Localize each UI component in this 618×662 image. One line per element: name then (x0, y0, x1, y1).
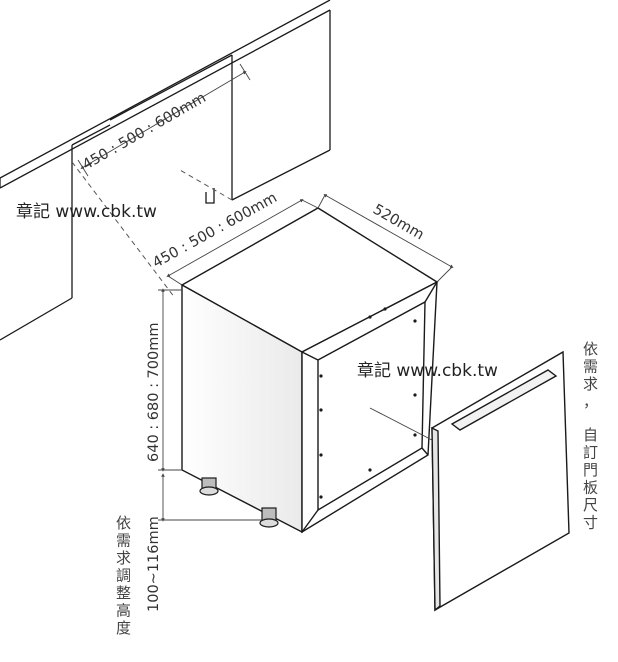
leg-height-dimension (158, 473, 262, 522)
adjustable-feet (199, 477, 279, 528)
watermark-center: 章記 www.cbk.tw (357, 361, 498, 381)
door-panel-note-line2: 自訂門板尺寸 (583, 426, 598, 532)
watermark-left: 章記 www.cbk.tw (16, 202, 157, 222)
height-label: 640 : 680 : 700mm (146, 323, 162, 463)
niche-width-dimension (77, 63, 251, 177)
leg-height-label: 100~116mm (146, 516, 162, 612)
niche-floor-dashed (71, 161, 233, 299)
height-dimension (158, 288, 182, 472)
depth-dimension (317, 194, 454, 283)
screw-holes (319, 307, 417, 499)
door-guide-line (369, 407, 433, 441)
cabinet-width-dimension (166, 199, 319, 286)
adjust-height-note: 依需求調整高度 (116, 514, 131, 637)
depth-label: 520mm (370, 202, 426, 244)
door-panel (431, 350, 570, 612)
door-panel-note-line1: 依需求， (583, 340, 598, 411)
